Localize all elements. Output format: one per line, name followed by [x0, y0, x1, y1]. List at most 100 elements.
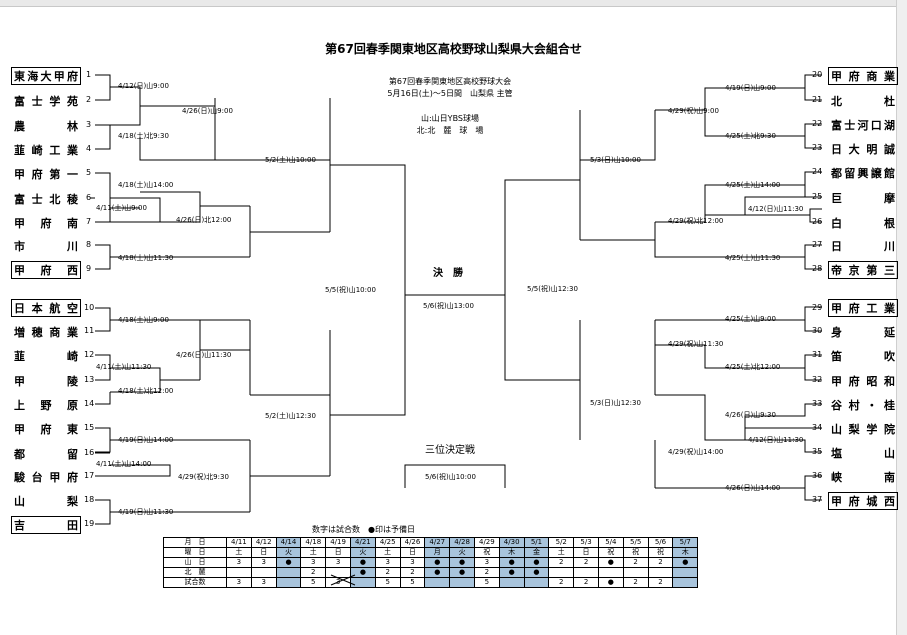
window-scrollbar[interactable]	[896, 0, 907, 635]
calendar-cell: 4/25	[374, 537, 401, 548]
team-21-number: 21	[812, 95, 823, 104]
calendar-cell	[226, 567, 252, 578]
match-time: 4/29(祝)山14:00	[668, 448, 724, 456]
calendar-cell	[672, 577, 699, 588]
team-19: 吉田	[11, 516, 81, 534]
team-6: 富士北稜	[14, 193, 78, 206]
team-22: 富士河口湖	[831, 119, 895, 132]
calendar-cell	[622, 567, 649, 578]
team-9-number: 9	[86, 264, 92, 273]
match-time: 4/26(日)山9:00	[182, 107, 233, 115]
match-time: 4/25(土)山9:00	[725, 315, 776, 323]
match-time: 4/18(土)山11:30	[118, 254, 174, 262]
match-time: 5/3(日)山12:30	[590, 399, 641, 407]
calendar-cell: 2	[300, 567, 327, 578]
team-15: 甲府東	[14, 423, 78, 436]
match-time: 4/26(日)山14:00	[725, 484, 781, 492]
team-28: 帝京第三	[828, 261, 898, 279]
calendar-cell: ●	[523, 567, 550, 578]
match-time: 4/25(土)北9:30	[725, 132, 776, 140]
team-15-number: 15	[84, 423, 95, 432]
calendar-cell: 月	[424, 547, 451, 558]
calendar-cell: 2	[622, 557, 649, 568]
match-time: 4/25(土)北12:00	[725, 363, 781, 371]
calendar-row-label: 曜 日	[163, 547, 227, 558]
calendar-cell: 土	[226, 547, 252, 558]
team-8: 市川	[14, 240, 78, 253]
team-32-number: 32	[812, 375, 823, 384]
match-time: 4/19(日)山14:00	[118, 436, 174, 444]
calendar-cell	[275, 567, 302, 578]
team-27: 日川	[831, 240, 895, 253]
calendar-cell: ●	[672, 557, 699, 568]
calendar-cell: 2	[573, 557, 599, 568]
calendar-cell	[523, 577, 550, 588]
window-top-frame	[0, 0, 907, 7]
team-34: 山梨学院	[831, 423, 895, 436]
calendar-cell: 木	[672, 547, 699, 558]
match-time: 4/29(祝)北9:30	[178, 473, 229, 481]
calendar-cell: 日	[399, 547, 426, 558]
match-time: 4/29(祝)山11:30	[668, 340, 724, 348]
calendar-cell: 土	[300, 547, 327, 558]
team-2: 富士学苑	[14, 95, 78, 108]
team-11-number: 11	[84, 326, 95, 335]
calendar-row: 曜 日土日火土日火土日月火祝木金土日祝祝祝木	[163, 547, 699, 558]
team-29-number: 29	[812, 303, 823, 312]
team-2-number: 2	[86, 95, 92, 104]
team-19-number: 19	[84, 519, 95, 528]
team-25: 巨摩	[831, 192, 895, 205]
calendar-cell: 5/5	[622, 537, 649, 548]
calendar-cell: ●	[349, 557, 376, 568]
calendar-cell: ●	[498, 557, 525, 568]
calendar-cell	[325, 567, 351, 578]
team-20-number: 20	[812, 70, 823, 79]
calendar-cell: 2	[374, 567, 401, 578]
match-time: 4/12(日)山11:30	[748, 436, 804, 444]
calendar-cell: 火	[275, 547, 302, 558]
calendar-cell	[647, 567, 674, 578]
match-time: 5/3(日)山10:00	[590, 156, 641, 164]
calendar-cell: 5/6	[647, 537, 674, 548]
team-25-number: 25	[812, 192, 823, 201]
calendar-cell	[573, 567, 599, 578]
calendar-cell: 5	[399, 577, 426, 588]
calendar-cell: 4/12	[250, 537, 277, 548]
team-37-number: 37	[812, 495, 823, 504]
calendar-cell: 3	[300, 557, 327, 568]
calendar-cell: 4/27	[424, 537, 451, 548]
team-4-number: 4	[86, 144, 92, 153]
calendar-row-label: 北 麓	[163, 567, 227, 578]
calendar-cell: 5	[300, 577, 327, 588]
team-29: 甲府工業	[828, 299, 898, 317]
team-27-number: 27	[812, 240, 823, 249]
calendar-cell: 4/14	[275, 537, 302, 548]
team-20: 甲府商業	[828, 67, 898, 85]
match-time: 4/26(日)山11:30	[176, 351, 232, 359]
team-26: 白根	[831, 217, 895, 230]
match-time: 4/12(日)山11:30	[748, 205, 804, 213]
calendar-cell: 4/21	[349, 537, 376, 548]
calendar-cell: 5/4	[597, 537, 624, 548]
third-place-label: 三位決定戦	[425, 445, 475, 456]
team-3-number: 3	[86, 120, 92, 129]
team-30-number: 30	[812, 326, 823, 335]
match-time: 4/19(日)山11:30	[118, 508, 174, 516]
match-time: 4/11(土)山9:00	[96, 204, 147, 212]
match-time: 5/5(祝)山10:00	[325, 286, 376, 294]
match-time: 4/29(祝)北12:00	[668, 217, 724, 225]
team-23-number: 23	[812, 143, 823, 152]
calendar-cell: 祝	[647, 547, 674, 558]
team-30: 身延	[831, 326, 895, 339]
team-21: 北杜	[831, 95, 895, 108]
calendar-cell: 5/3	[573, 537, 599, 548]
team-22-number: 22	[812, 119, 823, 128]
calendar-cell: 2	[473, 567, 500, 578]
match-time: 5/5(祝)山12:30	[527, 285, 578, 293]
team-13-number: 13	[84, 375, 95, 384]
calendar-cell: 4/29	[473, 537, 500, 548]
calendar-cell: 金	[523, 547, 550, 558]
